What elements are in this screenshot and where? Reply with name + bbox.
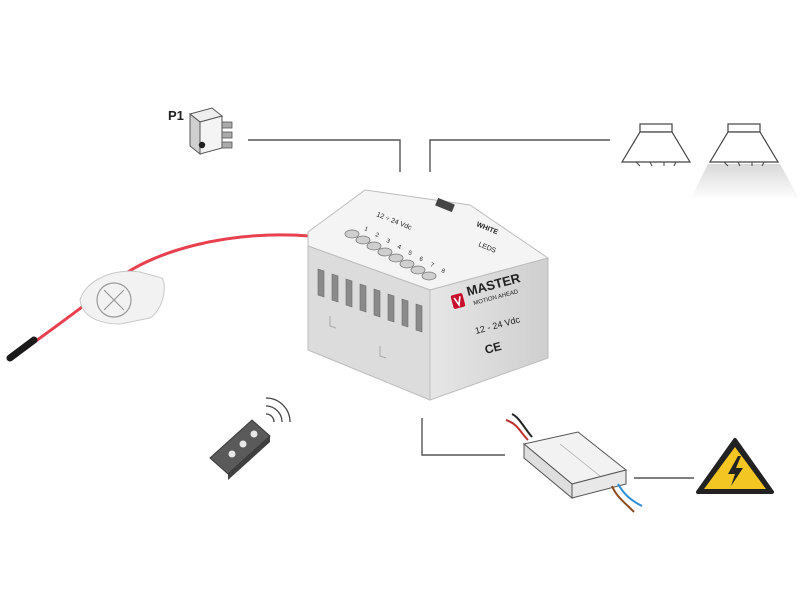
ceiling-lamp-on	[690, 123, 800, 200]
terminal-number: 8	[440, 268, 446, 275]
psu-line	[421, 418, 505, 456]
led-driver	[505, 413, 643, 513]
terminal-number: 6	[418, 256, 424, 263]
ceiling-lamp-lit-icon	[708, 123, 780, 167]
light-glow	[690, 164, 800, 200]
terminal-number: 3	[385, 238, 391, 245]
mains-warning	[696, 438, 774, 494]
led-driver-psu-icon	[522, 431, 628, 500]
ceiling-lamp-off	[620, 123, 692, 167]
terminal-number: 2	[374, 232, 380, 239]
switch-p1: P1	[168, 107, 233, 156]
terminal-number: 5	[407, 250, 413, 257]
high-voltage-warning-icon	[696, 438, 774, 494]
antenna-tag	[79, 270, 165, 325]
switch-line	[248, 139, 401, 172]
ce-mark: CE	[483, 339, 503, 357]
switch-label: P1	[168, 108, 184, 123]
lamp-line	[429, 139, 610, 172]
ceiling-lamp-icon	[620, 123, 692, 167]
connection-lines	[248, 139, 694, 479]
remote-control-icon	[209, 419, 271, 480]
module-slots	[317, 268, 423, 333]
rocker-switch-icon	[188, 107, 233, 156]
antenna-wire-icon	[23, 233, 311, 352]
terminal-number: 7	[429, 262, 435, 269]
led-indicator-icon	[435, 197, 455, 213]
terminal-number: 4	[396, 244, 402, 251]
signal-waves-icon	[265, 397, 291, 423]
remote-control	[209, 397, 291, 480]
antenna-wire	[6, 233, 311, 362]
terminal-number: 1	[363, 226, 369, 233]
brand-logo	[450, 293, 466, 309]
terminal-block	[344, 229, 437, 281]
